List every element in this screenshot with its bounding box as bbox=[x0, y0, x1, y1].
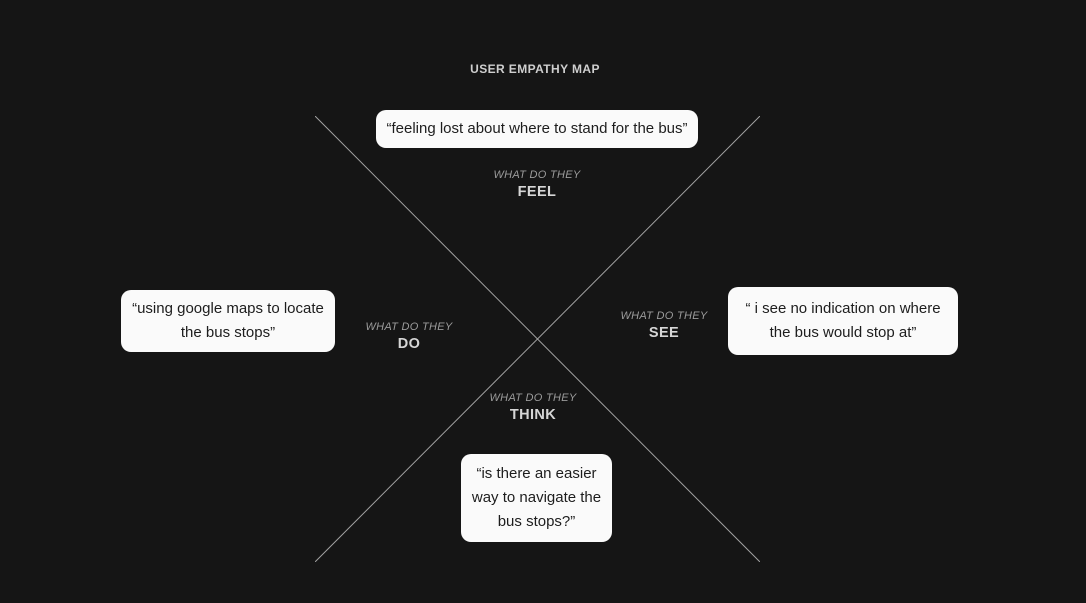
quadrant-divider-lines bbox=[315, 116, 760, 562]
quote-text: “is there an easier way to navigate the … bbox=[471, 465, 602, 530]
quadrant-label-prefix: WHAT DO THEY bbox=[493, 169, 581, 181]
quote-text: “feeling lost about where to stand for t… bbox=[386, 120, 688, 137]
quadrant-label-name: THINK bbox=[509, 407, 557, 423]
quadrant-label-prefix: WHAT DO THEY bbox=[489, 392, 577, 404]
quote-card-feel[interactable]: “feeling lost about where to stand for t… bbox=[376, 110, 698, 148]
quote-card-see[interactable]: “ i see no indication on where the bus w… bbox=[728, 287, 958, 355]
quadrant-label-think: WHAT DO THEY THINK bbox=[489, 392, 576, 423]
quadrant-label-do: WHAT DO THEY DO bbox=[365, 321, 452, 352]
diagonal-line-tr-bl bbox=[315, 116, 760, 562]
quadrant-label-name: SEE bbox=[648, 325, 680, 341]
quote-card-do[interactable]: “using google maps to locate the bus sto… bbox=[121, 290, 335, 352]
quote-card-think[interactable]: “is there an easier way to navigate the … bbox=[461, 454, 612, 542]
quadrant-label-name: FEEL bbox=[517, 184, 557, 200]
quote-text: “using google maps to locate the bus sto… bbox=[132, 300, 324, 341]
quadrant-label-prefix: WHAT DO THEY bbox=[365, 321, 453, 333]
quadrant-label-name: DO bbox=[397, 336, 421, 352]
quadrant-label-prefix: WHAT DO THEY bbox=[620, 310, 708, 322]
quadrant-label-see: WHAT DO THEY SEE bbox=[620, 310, 707, 341]
page-title: USER EMPATHY MAP bbox=[470, 62, 600, 76]
quadrant-label-feel: WHAT DO THEY FEEL bbox=[493, 169, 580, 200]
quote-text: “ i see no indication on where the bus w… bbox=[745, 300, 941, 341]
